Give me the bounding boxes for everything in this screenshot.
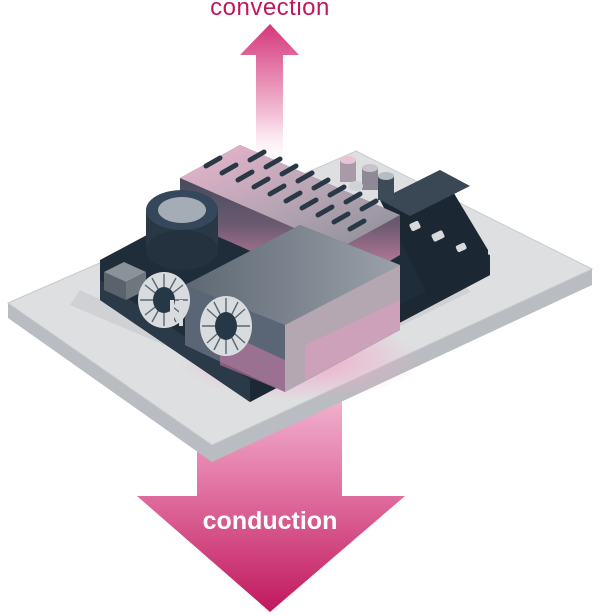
arrow-up-icon — [240, 24, 299, 170]
toroid-coils — [138, 272, 252, 356]
conduction-label: conduction — [202, 507, 338, 535]
convection-arrow — [240, 24, 299, 170]
small-component — [104, 262, 146, 300]
convection-label: convection — [210, 0, 330, 21]
terminal-block — [380, 170, 488, 300]
capacitors — [340, 156, 394, 200]
power-supply-module — [100, 145, 490, 402]
main-capacitor — [146, 190, 218, 270]
